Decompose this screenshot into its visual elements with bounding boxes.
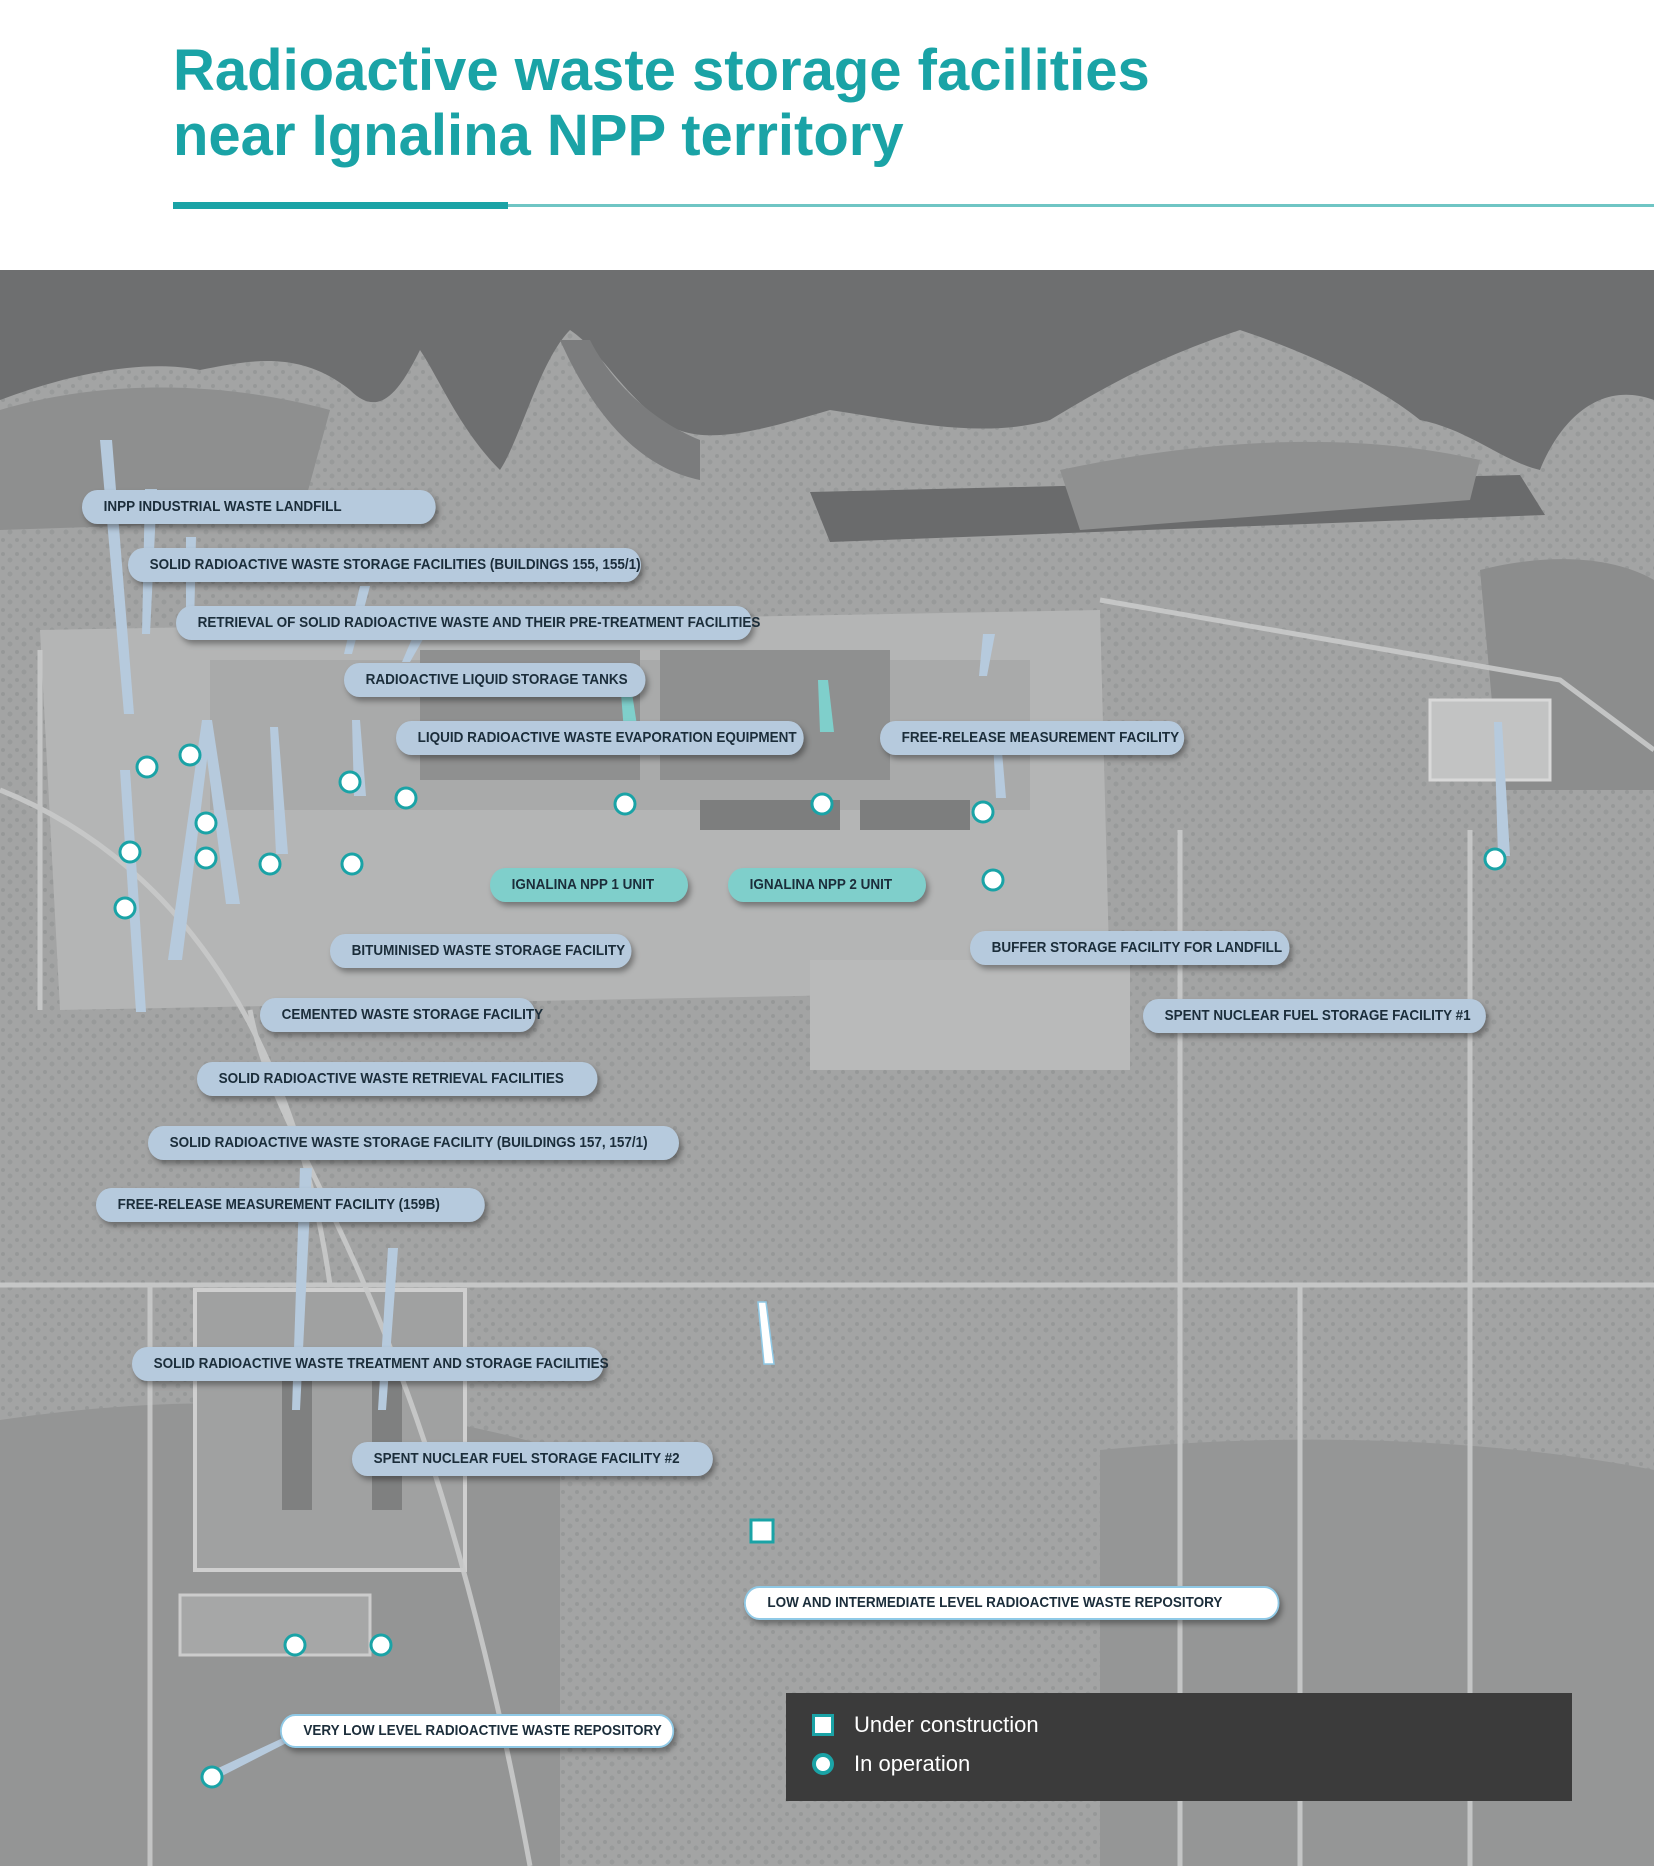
title-line-1: Radioactive waste storage facilities [173,38,1150,103]
callout-srw-155[interactable]: SOLID RADIOACTIVE WASTE STORAGE FACILITI… [128,548,641,582]
callout-vllw[interactable]: VERY LOW LEVEL RADIOACTIVE WASTE REPOSIT… [280,1714,675,1748]
leader-cemented [270,727,288,854]
callout-retrieval-pretreatment[interactable]: RETRIEVAL OF SOLID RADIOACTIVE WASTE AND… [176,606,760,640]
callout-unit2[interactable]: IGNALINA NPP 2 UNIT [728,868,926,902]
callout-srw-157[interactable]: SOLID RADIOACTIVE WASTE STORAGE FACILITY… [148,1126,679,1160]
marker-free-release [971,800,995,824]
callout-snf1[interactable]: SPENT NUCLEAR FUEL STORAGE FACILITY #1 [1143,999,1486,1033]
leader-snf2 [378,1248,398,1410]
marker-free-release-159b [113,896,137,920]
callout-free-release-159b[interactable]: FREE-RELEASE MEASUREMENT FACILITY (159B) [96,1188,485,1222]
circle-icon [812,1753,834,1775]
title-rule [173,204,1654,207]
marker-lilw [749,1518,775,1544]
marker-retrieval-pretreatment [178,743,202,767]
callout-unit1[interactable]: IGNALINA NPP 1 UNIT [490,868,688,902]
square-icon [812,1714,834,1736]
lake [0,270,1654,470]
marker-snf1 [1483,847,1507,871]
marker-unit2 [810,792,834,816]
marker-srw-155 [135,755,159,779]
title-rule-accent [173,202,508,209]
leader-inpp-landfill [100,440,134,714]
marker-vllw [200,1765,224,1789]
marker-buffer-storage [981,868,1005,892]
marker-srw-retrieval [194,846,218,870]
marker-inpp-landfill [118,840,142,864]
callout-buffer-storage[interactable]: BUFFER STORAGE FACILITY FOR LANDFILL [970,931,1290,965]
leader-srw-retrieval [202,720,240,904]
satellite-map[interactable]: INPP INDUSTRIAL WASTE LANDFILL SOLID RAD… [0,270,1654,1866]
leader-srw-157 [168,720,212,960]
map-legend: Under construction In operation [786,1693,1572,1801]
leader-unit2 [818,680,834,732]
callout-srw-treatment[interactable]: SOLID RADIOACTIVE WASTE TREATMENT AND ST… [132,1347,609,1381]
marker-bituminised [340,852,364,876]
marker-snf2 [369,1633,393,1657]
page-title: Radioactive waste storage facilities nea… [173,38,1150,168]
legend-label: In operation [854,1751,971,1776]
callout-snf2[interactable]: SPENT NUCLEAR FUEL STORAGE FACILITY #2 [352,1442,713,1476]
leader-free-release-159b [120,770,146,1012]
marker-liquid-tanks [338,770,362,794]
marker-cemented [258,852,282,876]
callout-inpp-landfill[interactable]: INPP INDUSTRIAL WASTE LANDFILL [82,490,436,524]
marker-srw-treatment [283,1633,307,1657]
callout-liquid-tanks[interactable]: RADIOACTIVE LIQUID STORAGE TANKS [344,663,646,697]
marker-srw-extra [194,811,218,835]
callout-cemented[interactable]: CEMENTED WASTE STORAGE FACILITY [260,998,543,1032]
legend-label: Under construction [854,1712,1039,1737]
marker-evaporation [394,786,418,810]
legend-item-under-construction: Under construction [812,1711,1039,1739]
callout-free-release[interactable]: FREE-RELEASE MEASUREMENT FACILITY [880,721,1185,755]
leader-free-release [979,634,995,676]
callout-lilw[interactable]: LOW AND INTERMEDIATE LEVEL RADIOACTIVE W… [744,1586,1280,1620]
marker-unit1 [613,792,637,816]
title-line-2: near Ignalina NPP territory [173,103,904,168]
callout-evaporation[interactable]: LIQUID RADIOACTIVE WASTE EVAPORATION EQU… [396,721,804,755]
legend-item-in-operation: In operation [812,1750,970,1778]
callout-srw-retrieval[interactable]: SOLID RADIOACTIVE WASTE RETRIEVAL FACILI… [197,1062,598,1096]
leader-snf1 [1494,722,1510,856]
leader-lilw [757,1301,775,1365]
callout-bituminised[interactable]: BITUMINISED WASTE STORAGE FACILITY [330,934,632,968]
leader-evaporation [402,634,426,662]
